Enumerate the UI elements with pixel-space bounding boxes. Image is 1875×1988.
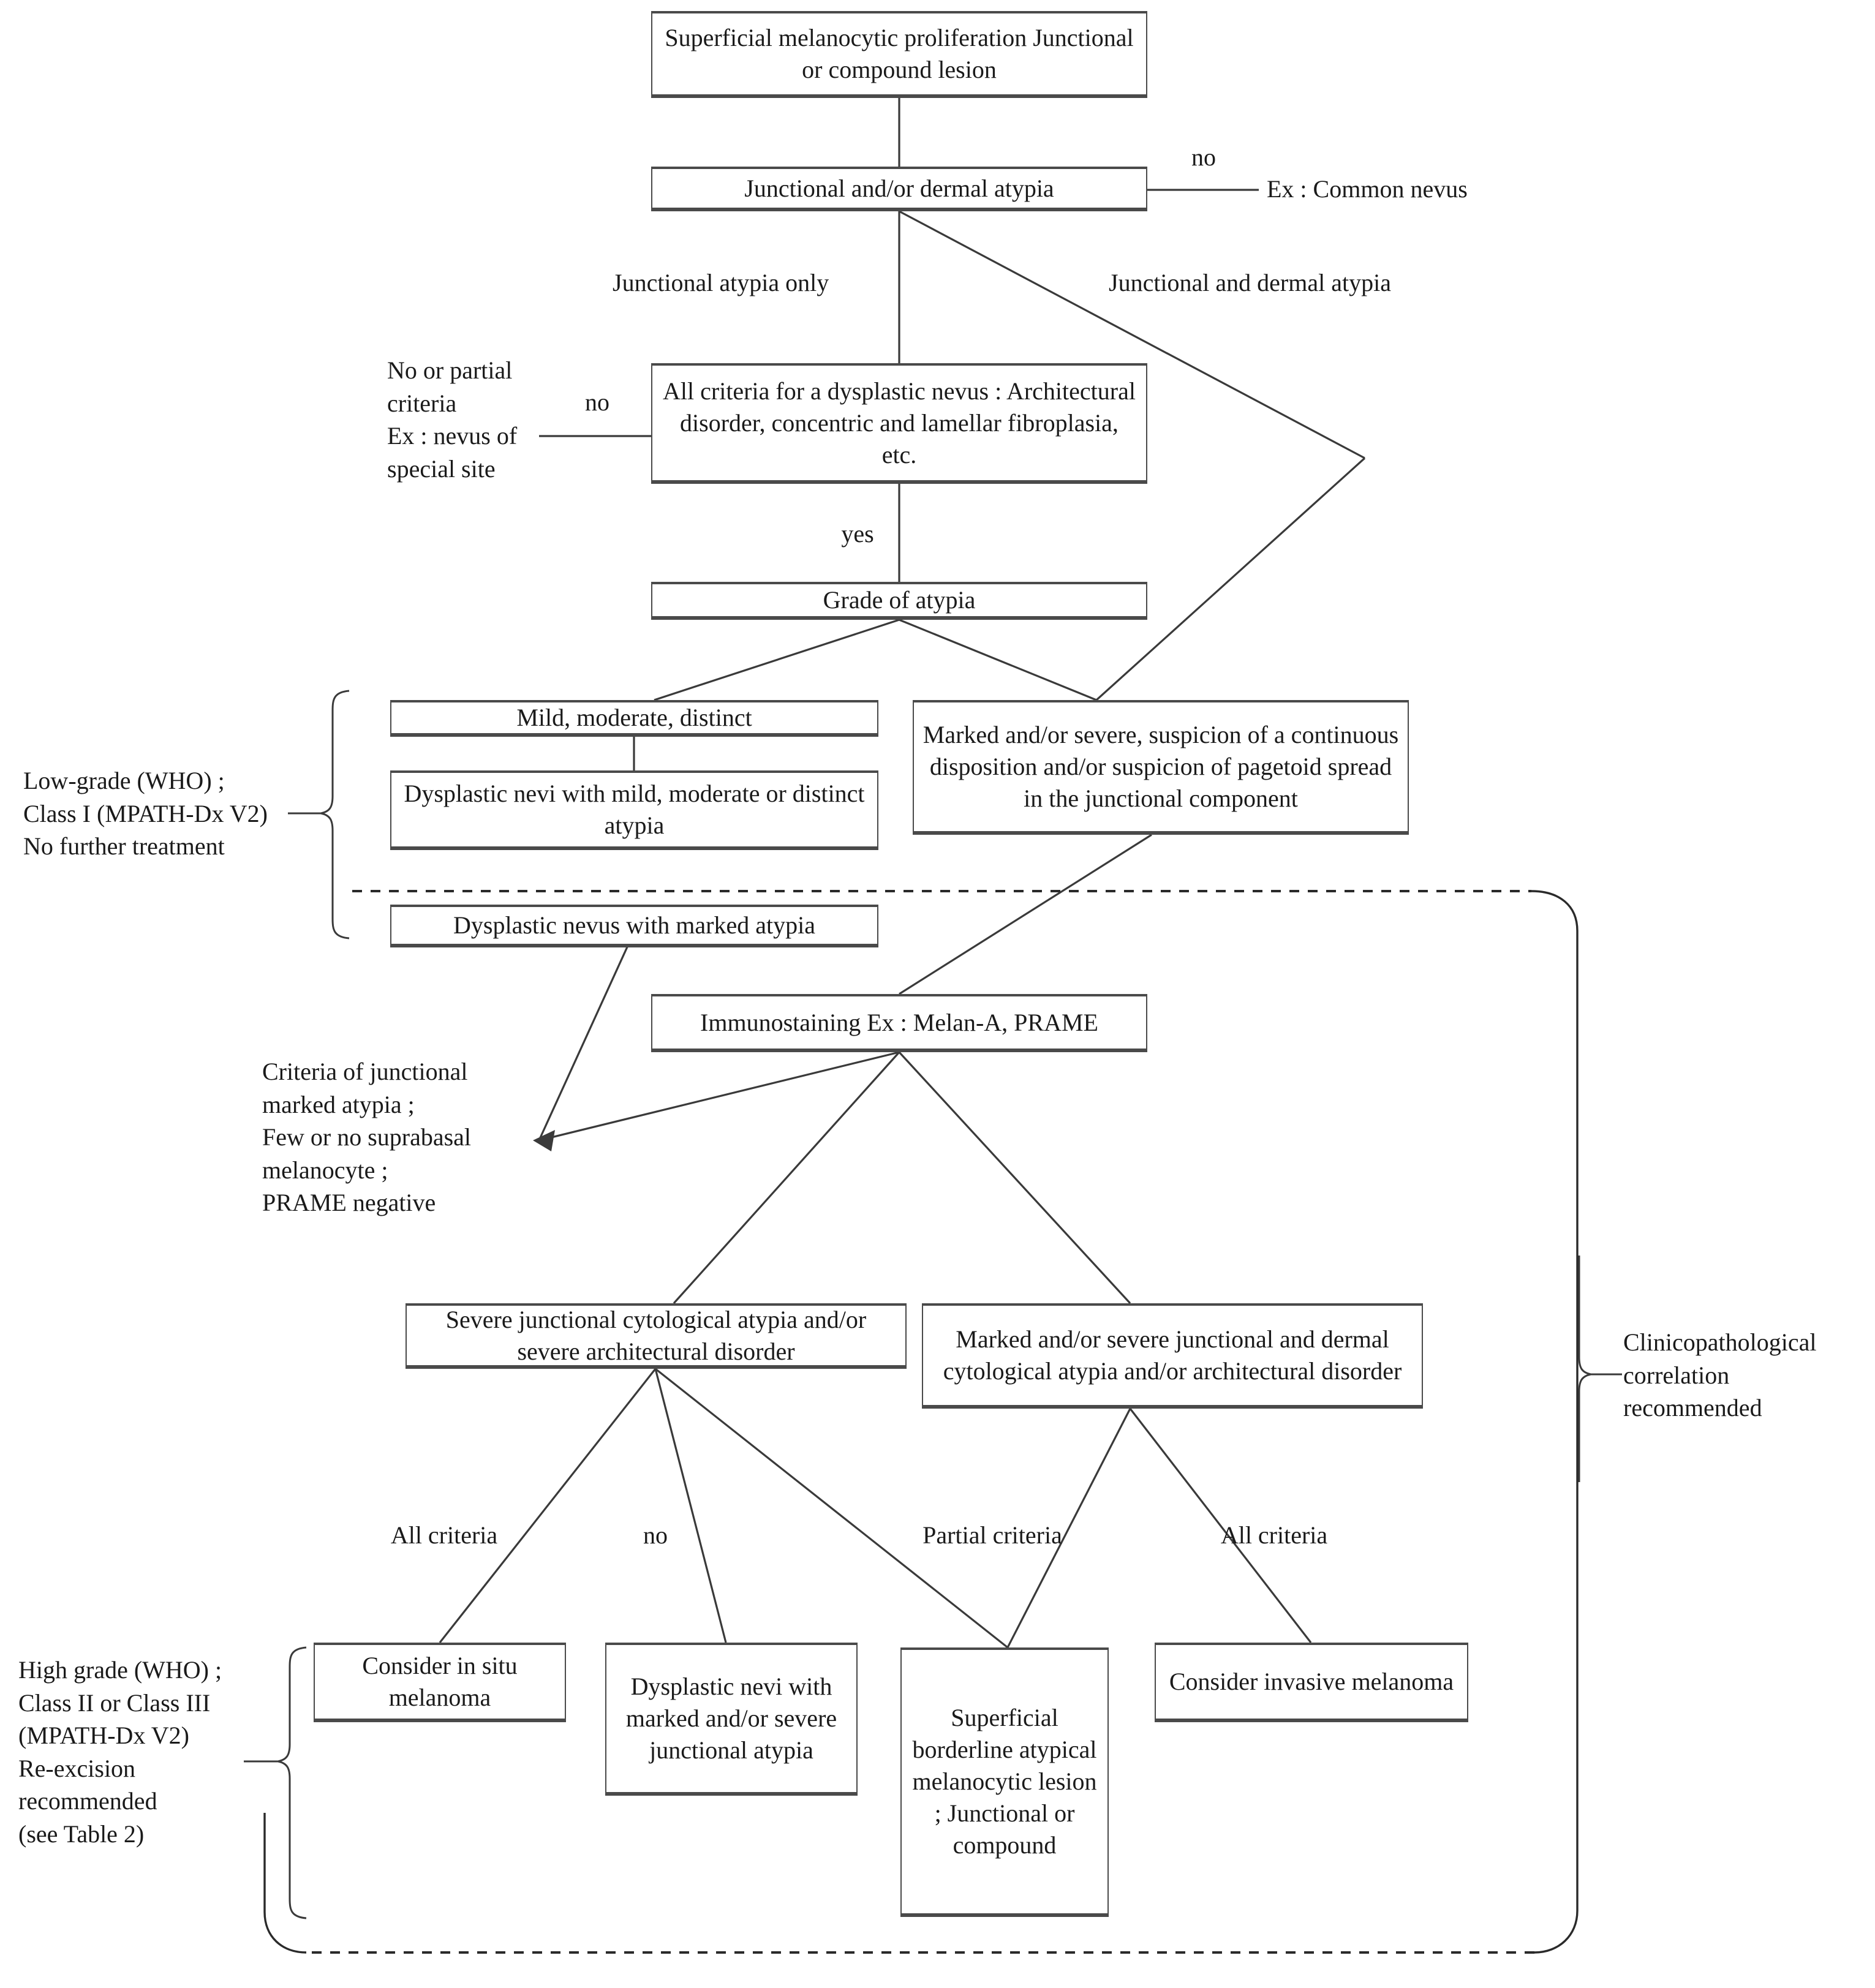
edge-label-junctional-and-dermal-atypia: Junctional and dermal atypia [1109, 269, 1391, 296]
brace-clinicopathological [1578, 1256, 1622, 1482]
edge-diagonal-right-n7 [1095, 457, 1366, 701]
node-grade-of-atypia[interactable]: Grade of atypia [651, 582, 1147, 620]
node-dysplastic-nevus-marked-atypia[interactable]: Dysplastic nevus with marked atypia [390, 905, 878, 947]
node-label: Dysplastic nevi with marked and/or sever… [625, 1673, 837, 1764]
edge-n9-n10 [673, 1051, 900, 1305]
node-immunostaining[interactable]: Immunostaining Ex : Melan-A, PRAME [651, 994, 1147, 1052]
node-severe-junctional-cytological-atypia[interactable]: Severe junctional cytological atypia and… [406, 1303, 907, 1369]
node-dysplastic-nevi-marked-severe-junctional[interactable]: Dysplastic nevi with marked and/or sever… [605, 1643, 858, 1796]
edge-label-no-criteria: no [585, 388, 609, 416]
node-label: Consider in situ melanoma [362, 1652, 518, 1711]
node-label: All criteria for a dysplastic nevus : Ar… [663, 377, 1136, 469]
node-label: Severe junctional cytological atypia and… [445, 1305, 867, 1365]
annotation-clinicopathological-correlation: Clinicopathological correlation recommen… [1623, 1328, 1817, 1422]
node-label: Dysplastic nevi with mild, moderate or d… [404, 780, 865, 839]
annotation-low-grade: Low-grade (WHO) ; Class I (MPATH-Dx V2) … [23, 767, 268, 860]
edge-n10-n12 [439, 1368, 657, 1643]
node-marked-severe-suspicion[interactable]: Marked and/or severe, suspicion of a con… [913, 700, 1409, 835]
edge-label-partial-criteria: Partial criteria [922, 1521, 1062, 1549]
node-label: Superficial borderline atypical melanocy… [912, 1704, 1097, 1859]
edge-n8-criteria [538, 938, 632, 1141]
node-superficial-borderline-atypical[interactable]: Superficial borderline atypical melanocy… [900, 1647, 1109, 1917]
node-consider-in-situ-melanoma[interactable]: Consider in situ melanoma [314, 1643, 566, 1722]
edge-label-all-criteria-right: All criteria [1220, 1521, 1328, 1549]
node-label: Marked and/or severe junctional and derm… [943, 1325, 1402, 1385]
node-label: Superficial melanocytic proliferation Ju… [665, 24, 1134, 83]
edge-label-no-common-nevus: no [1191, 143, 1216, 171]
node-marked-severe-junctional-dermal[interactable]: Marked and/or severe junctional and derm… [922, 1303, 1423, 1409]
node-label: Junctional and/or dermal atypia [744, 174, 1054, 202]
edge-label-all-criteria-left: All criteria [390, 1521, 498, 1549]
node-consider-invasive-melanoma[interactable]: Consider invasive melanoma [1155, 1643, 1468, 1722]
edge-n4-n7 [899, 619, 1097, 701]
node-mild-moderate-distinct[interactable]: Mild, moderate, distinct [390, 700, 878, 737]
edge-n10-n13 [654, 1368, 727, 1643]
node-label: Dysplastic nevus with marked atypia [453, 911, 815, 939]
node-all-criteria-dysplastic-nevus[interactable]: All criteria for a dysplastic nevus : Ar… [651, 363, 1147, 484]
edge-label-yes: yes [841, 520, 874, 548]
node-superficial-melanocytic-proliferation[interactable]: Superficial melanocytic proliferation Ju… [651, 11, 1147, 98]
edge-label-junctional-atypia-only: Junctional atypia only [613, 269, 829, 296]
edge-n7-n9 [899, 834, 1152, 995]
edge-n9-criteria [538, 1051, 900, 1142]
edge-label-no-bottom: no [643, 1521, 668, 1549]
node-junctional-dermal-atypia[interactable]: Junctional and/or dermal atypia [651, 167, 1147, 211]
node-label: Mild, moderate, distinct [516, 704, 752, 731]
annotation-criteria-junctional-marked-atypia: Criteria of junctional marked atypia ; F… [262, 1058, 472, 1217]
annotation-common-nevus: Ex : Common nevus [1267, 175, 1468, 203]
node-label: Grade of atypia [823, 586, 976, 614]
node-label: Consider invasive melanoma [1169, 1668, 1454, 1695]
node-label: Marked and/or severe, suspicion of a con… [922, 721, 1399, 812]
annotation-high-grade: High grade (WHO) ; Class II or Class III… [18, 1656, 222, 1848]
edge-n10-n14 [655, 1368, 1008, 1649]
annotation-no-or-partial-criteria: No or partial criteria Ex : nevus of spe… [387, 356, 518, 483]
node-dysplastic-nevi-mild-moderate[interactable]: Dysplastic nevi with mild, moderate or d… [390, 770, 878, 850]
edge-n4-n5 [654, 619, 900, 701]
edge-n9-n11 [898, 1051, 1131, 1305]
node-label: Immunostaining Ex : Melan-A, PRAME [700, 1008, 1098, 1036]
